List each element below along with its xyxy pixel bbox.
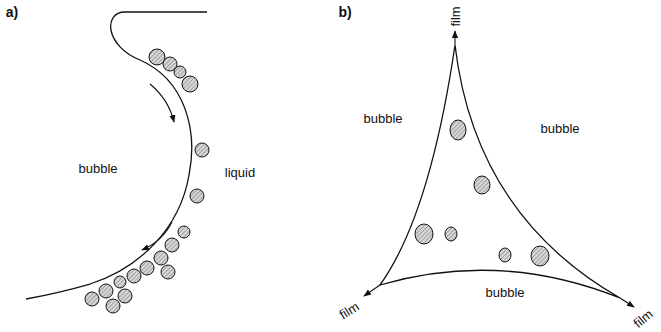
film-label: film (449, 6, 462, 26)
film-arrow (454, 31, 455, 45)
bubble-interface (26, 12, 207, 299)
region-label: bubble (78, 162, 117, 175)
region-label: bubble (485, 286, 524, 299)
film-arrow (620, 298, 634, 307)
particles (85, 49, 209, 313)
film-label: film (337, 299, 361, 321)
region-label: bubble (540, 122, 579, 135)
drainage-arrow (150, 84, 174, 122)
film-label: film (631, 307, 655, 330)
region-label: bubble (363, 112, 402, 125)
region-label: liquid (225, 166, 255, 179)
film-arrow (364, 285, 380, 296)
panel-tag: a) (6, 5, 18, 19)
panel-tag: b) (338, 5, 351, 19)
plateau-border (380, 45, 620, 298)
particles (415, 120, 549, 266)
